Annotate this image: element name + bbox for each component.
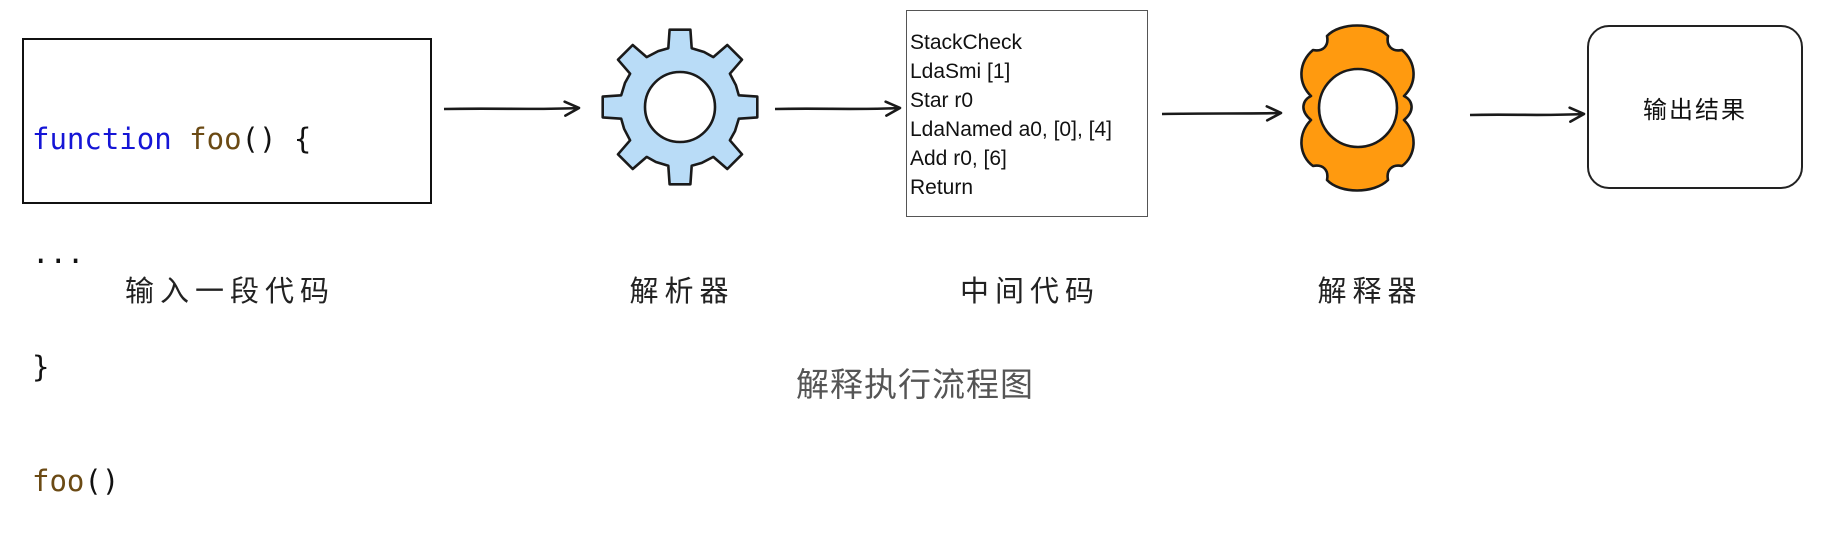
output-result-label: 输出结果 [1643, 95, 1747, 124]
code-line-4: foo() [32, 462, 430, 500]
code-line-1: function foo() { [32, 120, 430, 158]
label-parser: 解析器 [629, 274, 735, 308]
parser-gear-icon [601, 28, 759, 186]
arrow-intermediate-to-interpreter [1161, 105, 1283, 122]
arrow-input-to-parser [443, 100, 581, 117]
bytecode-line: LdaNamed a0, [0], [4] [910, 118, 1112, 141]
diagram-canvas [443, 24, 1586, 192]
figure-caption: 解释执行流程图 [796, 365, 1034, 404]
code-input-box: function foo() { ... } foo() [22, 38, 432, 498]
interpreter-gear-icon [1300, 24, 1415, 192]
code-call-name: foo [32, 464, 85, 498]
arrow-parser-to-intermediate [774, 100, 902, 117]
label-input-code: 输入一段代码 [124, 274, 336, 308]
bytecode-box: StackCheck LdaSmi [1] Star r0 LdaNamed a… [906, 10, 1148, 217]
code-line-3: } [32, 350, 50, 384]
code-keyword: function [32, 122, 172, 156]
code-line-2: ... [32, 236, 85, 270]
label-intermediate-code: 中间代码 [959, 274, 1101, 308]
code-function-name: foo [189, 122, 242, 156]
label-interpreter: 解释器 [1317, 274, 1423, 308]
output-result-box: 输出结果 [1587, 25, 1803, 189]
code-punctuation: () { [241, 122, 312, 156]
bytecode-line: Star r0 [910, 89, 974, 112]
bytecode-line: Add r0, [6] [910, 147, 1007, 170]
bytecode-line: LdaSmi [1] [910, 60, 1011, 83]
bytecode-line: StackCheck [910, 31, 1023, 54]
code-call-parens: () [84, 464, 120, 498]
arrow-interpreter-to-output [1469, 106, 1586, 123]
bytecode-line: Return [910, 176, 974, 199]
